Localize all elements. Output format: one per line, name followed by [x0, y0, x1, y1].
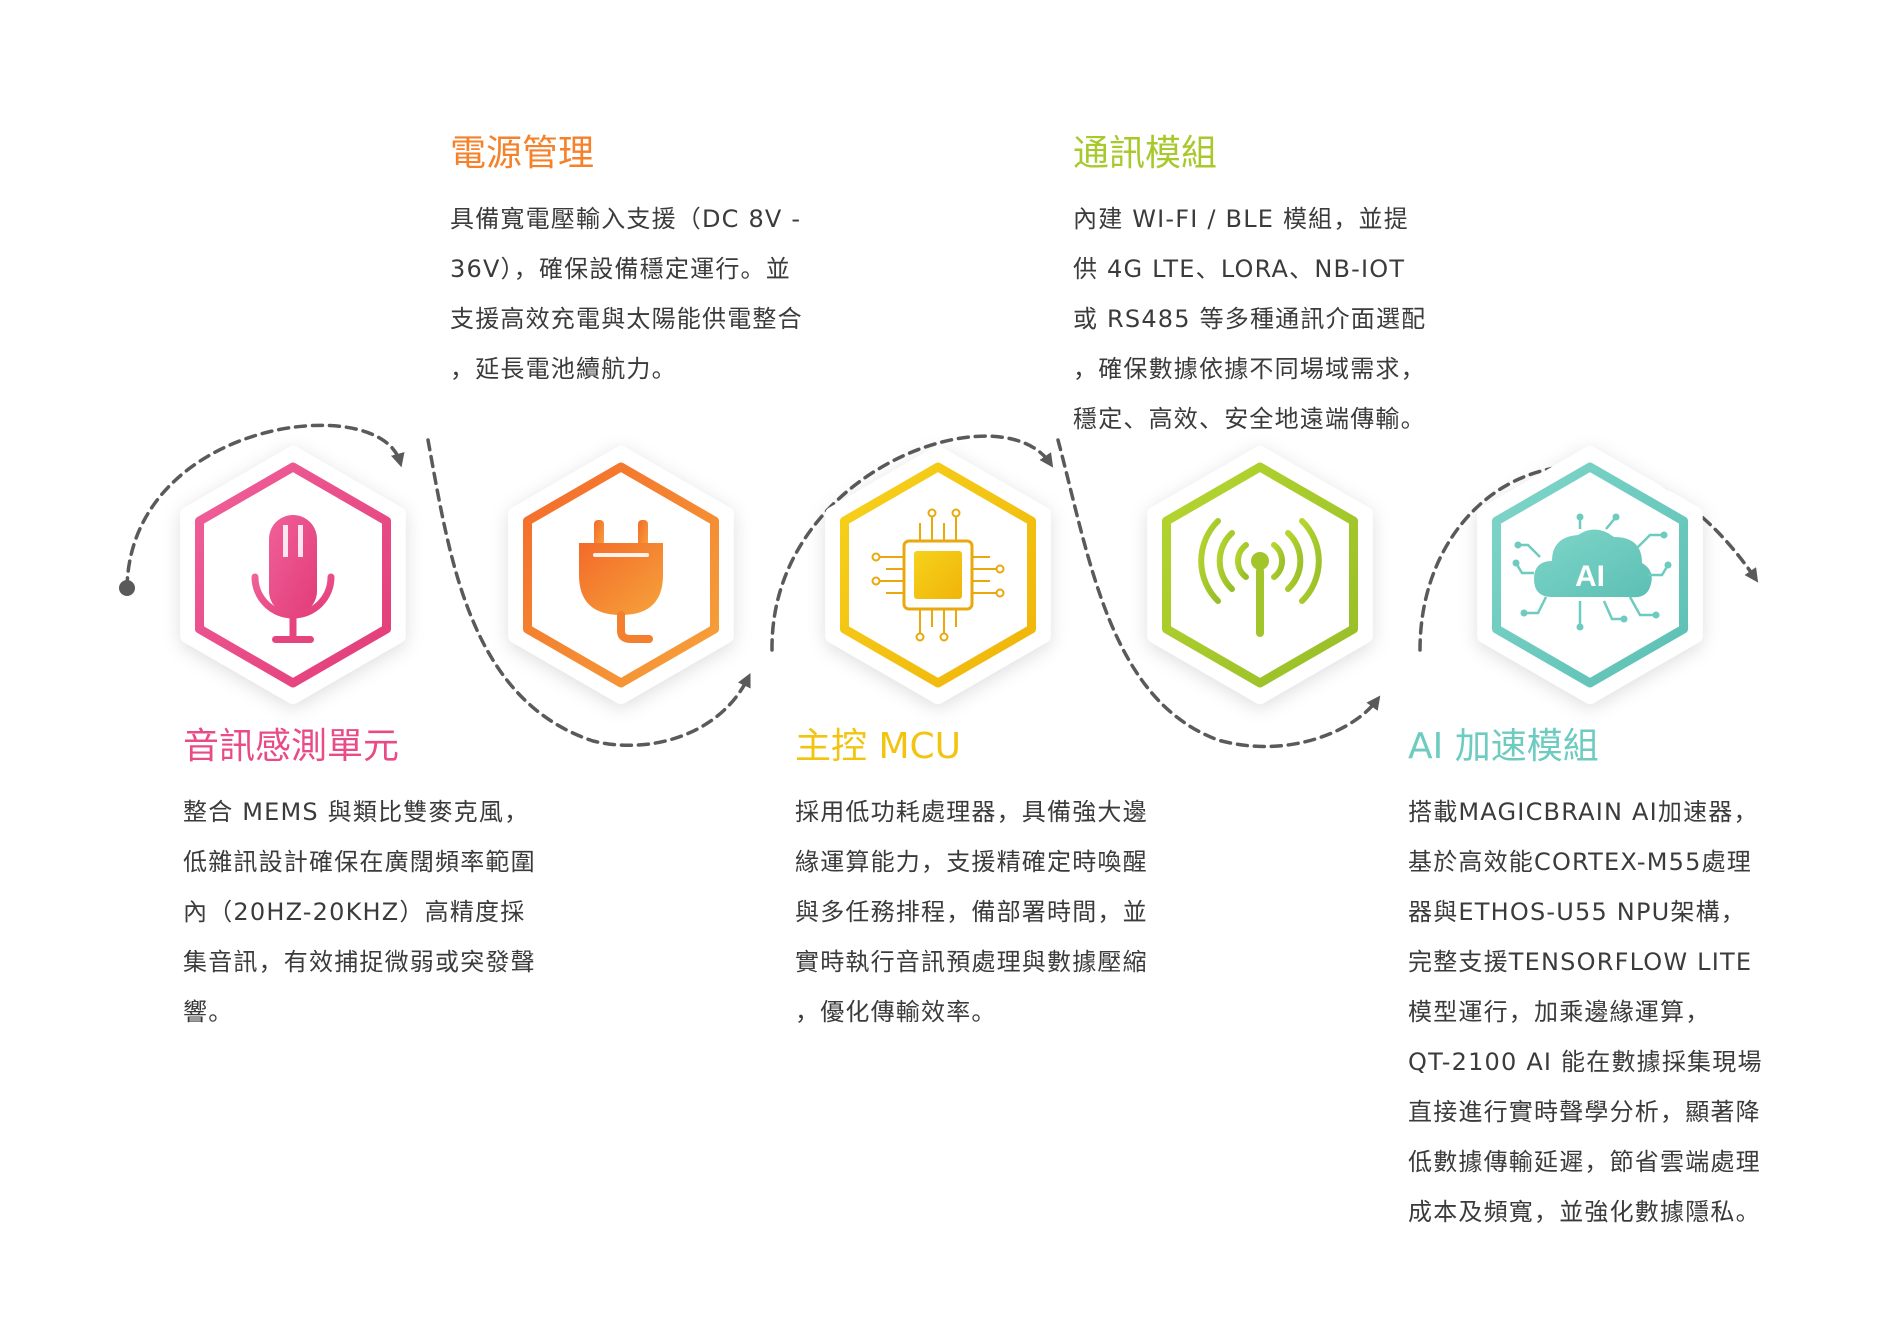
module-title: 音訊感測單元: [183, 726, 400, 767]
connector-arc-3: [770, 434, 1054, 652]
microphone-icon: [251, 515, 335, 643]
module-body-line: 響。: [183, 998, 234, 1026]
module-ai: AI 加速模組 搭載MAGICBRAIN AI加速器， 基於高效能CORTEX-…: [1408, 725, 1763, 1237]
module-body: 內建 WI-FI / BLE 模組，並提 供 4G LTE、LORA、NB-IO…: [1073, 194, 1426, 444]
module-body-line: 穩定、高效、安全地遠端傳輸。: [1073, 405, 1426, 433]
module-body: 採用低功耗處理器，具備強大邊 緣運算能力，支援精確定時喚醒 與多任務排程，備部署…: [795, 787, 1148, 1037]
antenna-signal-icon: [1198, 518, 1322, 637]
module-body-line: 低數據傳輸延遲，節省雲端處理: [1408, 1148, 1761, 1176]
module-power: 電源管理 具備寬電壓輸入支援（DC 8V - 36V），確保設備穩定運行。並 支…: [450, 132, 803, 394]
module-body: 具備寬電壓輸入支援（DC 8V - 36V），確保設備穩定運行。並 支援高效充電…: [450, 194, 803, 394]
ai-icon-label: AI: [1575, 560, 1605, 593]
module-body-line: 直接進行實時聲學分析，顯著降: [1408, 1098, 1761, 1126]
module-body-line: 集音訊，有效捕捉微弱或突發聲: [183, 948, 536, 976]
module-body-line: 實時執行音訊預處理與數據壓縮: [795, 948, 1148, 976]
module-comm: 通訊模組 內建 WI-FI / BLE 模組，並提 供 4G LTE、LORA、…: [1073, 132, 1426, 444]
module-title: 通訊模組: [1073, 133, 1218, 174]
module-title: 主控 MCU: [795, 726, 961, 767]
module-body-line: 供 4G LTE、LORA、NB-IOT: [1073, 255, 1406, 283]
module-body-line: 緣運算能力，支援精確定時喚醒: [795, 848, 1148, 876]
connector-arc-4: [1056, 438, 1381, 749]
module-body-line: 完整支援TENSORFLOW LITE: [1408, 948, 1753, 976]
module-body-line: 或 RS485 等多種通訊介面選配: [1073, 305, 1427, 333]
module-body-line: 器與ETHOS-U55 NPU架構，: [1408, 898, 1746, 926]
power-plug-icon: [579, 520, 663, 643]
module-audio: 音訊感測單元 整合 MEMS 與類比雙麥克風， 低雜訊設計確保在廣闊頻率範圍 內…: [183, 725, 536, 1037]
module-body-line: 支援高效充電與太陽能供電整合: [450, 305, 803, 333]
module-body-line: 採用低功耗處理器，具備強大邊: [795, 798, 1148, 826]
module-body-line: 36V），確保設備穩定運行。並: [450, 255, 791, 283]
module-body-line: ，確保數據依據不同場域需求，: [1073, 355, 1426, 383]
module-body: 整合 MEMS 與類比雙麥克風， 低雜訊設計確保在廣闊頻率範圍 內（20HZ-2…: [183, 787, 536, 1037]
module-body-line: 搭載MAGICBRAIN AI加速器，: [1408, 798, 1759, 826]
module-body-line: 內建 WI-FI / BLE 模組，並提: [1073, 205, 1409, 233]
chip-icon: [871, 508, 1005, 642]
module-body-line: 與多任務排程，備部署時間，並: [795, 898, 1148, 926]
connector-start-dot: [119, 580, 135, 596]
module-body-line: 內（20HZ-20KHZ）高精度採: [183, 898, 526, 926]
module-body-line: 模型運行，加乘邊緣運算，: [1408, 998, 1711, 1026]
module-body-line: 整合 MEMS 與類比雙麥克風，: [183, 798, 530, 826]
module-body-line: 低雜訊設計確保在廣闊頻率範圍: [183, 848, 536, 876]
module-body-line: 基於高效能CORTEX-M55處理: [1408, 848, 1752, 876]
module-body-line: 具備寬電壓輸入支援（DC 8V -: [450, 205, 802, 233]
module-body-line: ，延長電池續航力。: [450, 355, 677, 383]
ai-brain-icon: AI: [1512, 513, 1672, 631]
module-mcu: 主控 MCU 採用低功耗處理器，具備強大邊 緣運算能力，支援精確定時喚醒 與多任…: [795, 725, 1148, 1037]
module-title: AI 加速模組: [1408, 726, 1599, 767]
module-title: 電源管理: [450, 133, 595, 174]
module-body-line: ，優化傳輸效率。: [795, 998, 997, 1026]
connector-arc-2: [426, 438, 751, 748]
module-body-line: QT-2100 AI 能在數據採集現場: [1408, 1048, 1763, 1076]
connector-arc-1: [125, 423, 405, 590]
module-body-line: 成本及頻寬，並強化數據隱私。: [1408, 1198, 1761, 1226]
module-body: 搭載MAGICBRAIN AI加速器， 基於高效能CORTEX-M55處理 器與…: [1408, 787, 1763, 1237]
